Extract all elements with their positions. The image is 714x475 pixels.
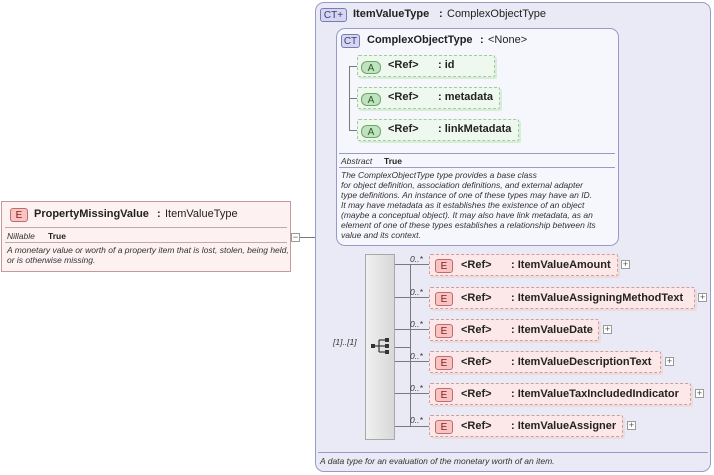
doc-line: element of one of these types establishe… — [341, 220, 596, 230]
element-ref: <Ref> — [461, 292, 492, 304]
nillable-label: Nillable — [7, 231, 35, 241]
complex-type-doc: A data type for an evaluation of the mon… — [320, 456, 555, 466]
doc-line: for object definition, association defin… — [341, 180, 583, 190]
element-badge: E — [435, 259, 453, 273]
base-type-name: ComplexObjectType — [367, 34, 473, 46]
attribute-linkmetadata[interactable]: A <Ref> : linkMetadata — [357, 119, 519, 141]
main-element-box[interactable]: E PropertyMissingValue : ItemValueType N… — [1, 201, 291, 272]
sequence-compositor[interactable] — [365, 254, 395, 440]
main-element-divider-2 — [5, 242, 287, 243]
abstract-value: True — [384, 156, 402, 166]
element-name: : ItemValueDescriptionText — [511, 356, 652, 368]
element-name: : ItemValueAmount — [511, 259, 611, 271]
complex-type-name: ItemValueType — [353, 8, 430, 20]
attribute-name: : id — [438, 59, 455, 71]
element-badge: E — [435, 292, 453, 306]
element-name: : ItemValueDate — [511, 324, 593, 336]
main-element-type: ItemValueType — [165, 208, 238, 220]
element-name: : ItemValueAssigningMethodText — [511, 292, 684, 304]
plus-icon[interactable]: + — [695, 388, 704, 398]
sequence-element-itemvalueamount[interactable]: E <Ref> : ItemValueAmount — [429, 254, 618, 276]
attribute-metadata[interactable]: A <Ref> : metadata — [357, 87, 500, 109]
sequence-branch-3 — [395, 329, 429, 330]
doc-line: type definitions. An instance of one of … — [341, 190, 593, 200]
element-ref: <Ref> — [461, 388, 492, 400]
doc-line: The ComplexObjectType type provides a ba… — [341, 170, 537, 180]
element-badge: E — [435, 356, 453, 370]
attribute-id[interactable]: A <Ref> : id — [357, 55, 495, 77]
attribute-ref: <Ref> — [388, 59, 419, 71]
complex-type-divider — [318, 452, 708, 453]
attribute-connector-1 — [349, 66, 357, 67]
element-occurrence: 0..* — [410, 383, 423, 393]
sequence-occurrence: [1]..[1] — [333, 337, 357, 347]
main-element-divider — [5, 227, 287, 228]
attribute-badge: A — [361, 61, 381, 74]
element-ref: <Ref> — [461, 356, 492, 368]
attribute-name: : metadata — [438, 91, 494, 103]
complex-type-type-sep: : — [439, 8, 443, 20]
base-type-type: <None> — [488, 34, 528, 46]
plus-icon[interactable]: + — [665, 356, 674, 366]
element-ref: <Ref> — [461, 259, 492, 271]
attribute-name: : linkMetadata — [438, 123, 512, 135]
element-badge: E — [10, 208, 28, 222]
sequence-connector-in — [395, 347, 410, 348]
sequence-element-itemvaluedate[interactable]: E <Ref> : ItemValueDate — [429, 319, 599, 341]
element-badge: E — [435, 420, 453, 434]
attribute-ref: <Ref> — [388, 91, 419, 103]
sequence-element-itemvalueassigner[interactable]: E <Ref> : ItemValueAssigner — [429, 415, 623, 437]
sequence-element-itemvaluetaxincludedindicator[interactable]: E <Ref> : ItemValueTaxIncludedIndicator — [429, 383, 691, 405]
sequence-branch-5 — [395, 393, 429, 394]
connector-main-to-type — [300, 237, 326, 238]
doc-line: (maybe a conceptual object). It may also… — [341, 210, 593, 220]
doc-line: It may have metadata as it establishes t… — [341, 200, 585, 210]
element-name: : ItemValueAssigner — [511, 420, 617, 432]
plus-icon[interactable]: + — [603, 324, 612, 334]
base-type-divider — [339, 153, 615, 154]
minus-icon[interactable]: − — [291, 232, 300, 242]
element-badge: E — [435, 388, 453, 402]
element-occurrence: 0..* — [410, 319, 423, 329]
element-occurrence: 0..* — [410, 254, 423, 264]
sequence-icon — [371, 338, 389, 354]
doc-line: value and its context. — [341, 230, 421, 240]
element-occurrence: 0..* — [410, 415, 423, 425]
element-badge: E — [435, 324, 453, 338]
element-occurrence: 0..* — [410, 287, 423, 297]
plus-icon[interactable]: + — [627, 420, 636, 430]
sequence-branch-2 — [395, 297, 429, 298]
sequence-branch-trunk — [410, 264, 411, 427]
complex-type-base: ComplexObjectType — [447, 8, 547, 20]
attribute-badge: A — [361, 125, 381, 138]
main-element-name: PropertyMissingValue — [34, 208, 149, 220]
attribute-badge: A — [361, 93, 381, 106]
main-element-doc: A monetary value or worth of a property … — [7, 245, 289, 265]
nillable-value: True — [48, 231, 66, 241]
base-type-divider-2 — [339, 167, 615, 168]
element-occurrence: 0..* — [410, 351, 423, 361]
main-element-type-sep: : — [157, 208, 161, 220]
base-type-type-sep: : — [480, 34, 484, 46]
sequence-element-itemvaluedescriptiontext[interactable]: E <Ref> : ItemValueDescriptionText — [429, 351, 661, 373]
element-ref: <Ref> — [461, 324, 492, 336]
attribute-connector-3 — [349, 130, 357, 131]
sequence-branch-1 — [395, 264, 429, 265]
base-type-badge-icon: CT — [341, 34, 360, 48]
plus-icon[interactable]: + — [621, 259, 630, 269]
sequence-branch-6 — [395, 426, 429, 427]
attribute-connector-2 — [349, 98, 357, 99]
sequence-element-itemvalueassigningmethodtext[interactable]: E <Ref> : ItemValueAssigningMethodText — [429, 287, 695, 309]
attribute-ref: <Ref> — [388, 123, 419, 135]
abstract-label: Abstract — [341, 156, 373, 166]
element-name: : ItemValueTaxIncludedIndicator — [511, 388, 679, 400]
plus-icon[interactable]: + — [698, 292, 707, 302]
base-type-doc: The ComplexObjectType type provides a ba… — [341, 170, 617, 240]
complex-type-badge-icon: CT+ — [320, 8, 347, 22]
element-ref: <Ref> — [461, 420, 492, 432]
sequence-branch-4 — [395, 361, 429, 362]
